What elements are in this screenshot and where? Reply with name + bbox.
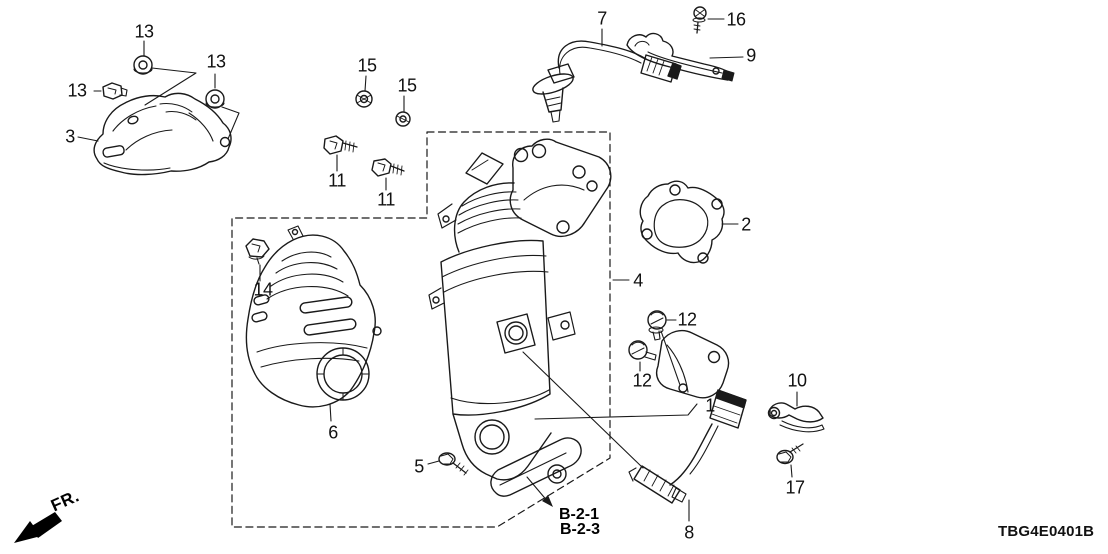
part-callout-13[interactable]: 13 — [134, 21, 154, 42]
cross-ref-B-2-3[interactable]: B-2-3 — [560, 521, 601, 538]
nut-part15-b — [395, 111, 411, 127]
part-callout-16[interactable]: 16 — [726, 9, 746, 30]
bolt-part13-left — [102, 82, 128, 100]
sensor-stay-part9 — [626, 32, 735, 82]
bolt-part11-b — [371, 158, 405, 177]
part-callout-14[interactable]: 14 — [253, 279, 273, 300]
bolt-part12-b — [628, 340, 657, 361]
part-callout-1[interactable]: 1 — [705, 395, 715, 416]
bolt-part17 — [776, 443, 804, 465]
bolt-part5 — [438, 452, 469, 476]
nut-part15-a — [355, 90, 373, 108]
catalog-code: TBG4E0401B — [998, 523, 1095, 540]
xref-arrowhead — [542, 495, 553, 507]
gasket-part2 — [639, 180, 725, 264]
leader-lines — [77, 18, 798, 522]
dashed-boundary — [231, 131, 611, 528]
part-callout-10[interactable]: 10 — [787, 370, 807, 391]
part-callout-17[interactable]: 17 — [785, 477, 805, 498]
part-callout-4[interactable]: 4 — [633, 270, 643, 291]
part-callout-5[interactable]: 5 — [414, 456, 424, 477]
part-callout-13[interactable]: 13 — [206, 51, 226, 72]
bolt-part16 — [692, 6, 707, 34]
part-callout-6[interactable]: 6 — [328, 422, 338, 443]
converter-stay-part1 — [655, 329, 730, 399]
part-callout-3[interactable]: 3 — [65, 126, 75, 147]
manifold-cover-part3 — [93, 92, 232, 176]
bolt-part12-a — [647, 310, 667, 341]
part-callout-11[interactable]: 11 — [328, 170, 346, 191]
part-callout-9[interactable]: 9 — [746, 45, 756, 66]
bolt-part14 — [245, 238, 270, 265]
part-callout-13[interactable]: 13 — [67, 80, 87, 101]
nut-part13-right — [205, 89, 225, 109]
bolt-part11-a — [323, 135, 358, 155]
part-callout-8[interactable]: 8 — [684, 522, 694, 543]
cross-ref-B-2-1[interactable]: B-2-1 — [559, 506, 600, 523]
part-callout-15[interactable]: 15 — [397, 75, 417, 96]
part-callout-15[interactable]: 15 — [357, 55, 377, 76]
rear-oxygen-sensor-part8 — [628, 389, 747, 504]
converter-assembly-part4 — [428, 138, 612, 497]
converter-cover-part6 — [245, 225, 382, 408]
part-callout-12[interactable]: 12 — [632, 370, 652, 391]
clamp-part10 — [767, 402, 825, 433]
part-callout-12[interactable]: 12 — [677, 309, 697, 330]
fr-direction-arrow — [14, 512, 62, 543]
part-callout-11[interactable]: 11 — [377, 189, 395, 210]
nut-part13-top — [133, 55, 153, 75]
part-callout-7[interactable]: 7 — [597, 8, 607, 29]
part-callout-2[interactable]: 2 — [741, 214, 751, 235]
front-oxygen-sensor-part7 — [532, 40, 682, 123]
